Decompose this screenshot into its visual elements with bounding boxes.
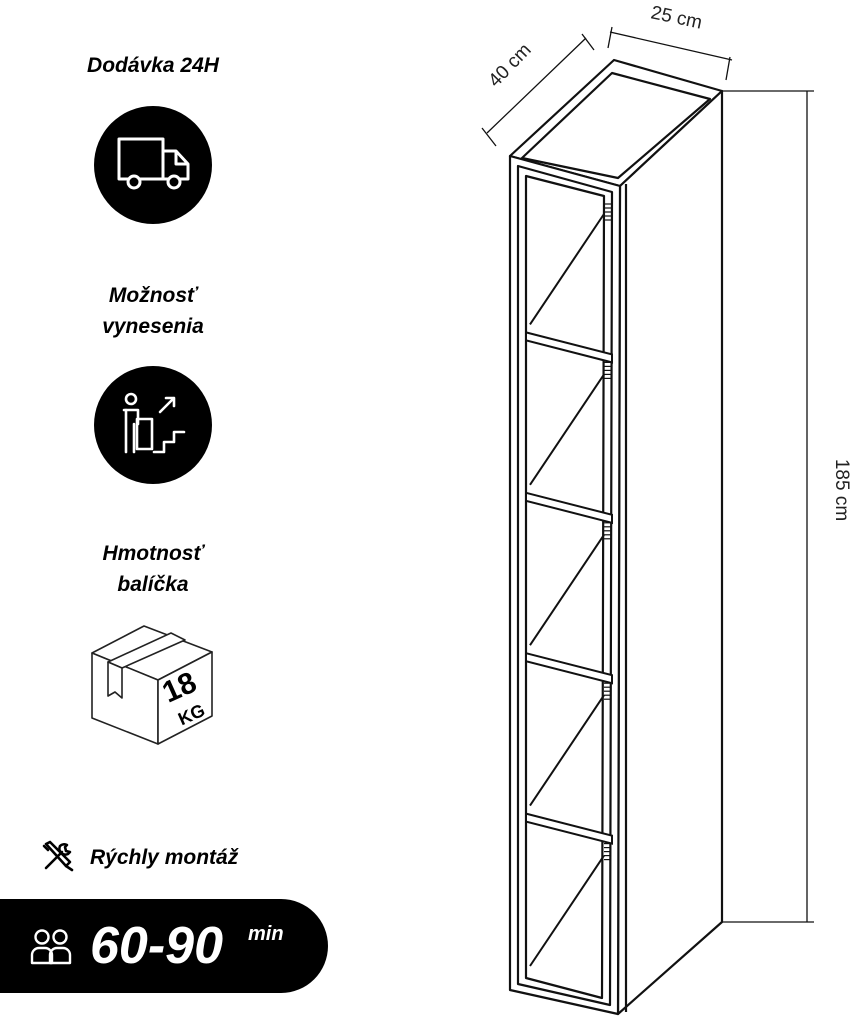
feature-carry-label: Možnosť vynesenia xyxy=(0,280,306,342)
shelf-back-edge xyxy=(529,855,605,967)
bookcase-opening xyxy=(524,174,606,1000)
feature-carry-label-line2: vynesenia xyxy=(102,315,204,338)
assembly-time-badge: 60-90 min xyxy=(0,899,328,993)
feature-weight-label: Hmotnosť balíčka xyxy=(0,538,306,600)
package-weight-icon: 18 KG xyxy=(88,620,218,750)
shelf-board xyxy=(525,331,613,364)
height-dimension-label: 185 cm xyxy=(831,459,852,521)
shelf-back-edge xyxy=(529,213,605,325)
assembly-time-value: 60-90 xyxy=(90,917,223,975)
depth-dimension-label: 40 cm xyxy=(484,40,535,92)
feature-weight-label-line2: balíčka xyxy=(117,573,189,596)
assembly-time-unit: min xyxy=(248,923,284,945)
feature-carry-label-line1: Možnosť xyxy=(108,284,198,307)
depth-dimension-line xyxy=(486,37,587,134)
bookcase-top-inner xyxy=(520,71,712,180)
shelf-board xyxy=(525,651,613,685)
shelf-back-edge xyxy=(529,373,605,486)
assembly-label: Rýchly montáž xyxy=(90,846,239,869)
two-people-icon xyxy=(30,927,72,972)
depth-dimension-ticks xyxy=(481,33,595,147)
width-dimension-ticks xyxy=(607,26,731,81)
width-dimension-line xyxy=(609,31,733,61)
delivery-truck-icon xyxy=(94,106,212,224)
bookcase-side-panel xyxy=(616,89,724,1016)
shelf-back-edge xyxy=(529,534,605,646)
shelf-back-edge xyxy=(529,694,605,807)
shelf-board xyxy=(525,491,613,525)
shelf-board xyxy=(525,812,613,845)
feature-delivery-label: Dodávka 24H xyxy=(87,54,219,77)
bookcase-front-frame xyxy=(508,154,622,1016)
tools-icon xyxy=(40,838,76,879)
carry-upstairs-icon xyxy=(94,366,212,484)
width-dimension-label: 25 cm xyxy=(649,2,704,33)
assembly-row: Rýchly montáž xyxy=(40,838,238,878)
bookcase-front-inner xyxy=(516,164,614,1007)
feature-weight-label-line1: Hmotnosť xyxy=(102,542,204,565)
height-dimension-ticks xyxy=(722,90,814,923)
